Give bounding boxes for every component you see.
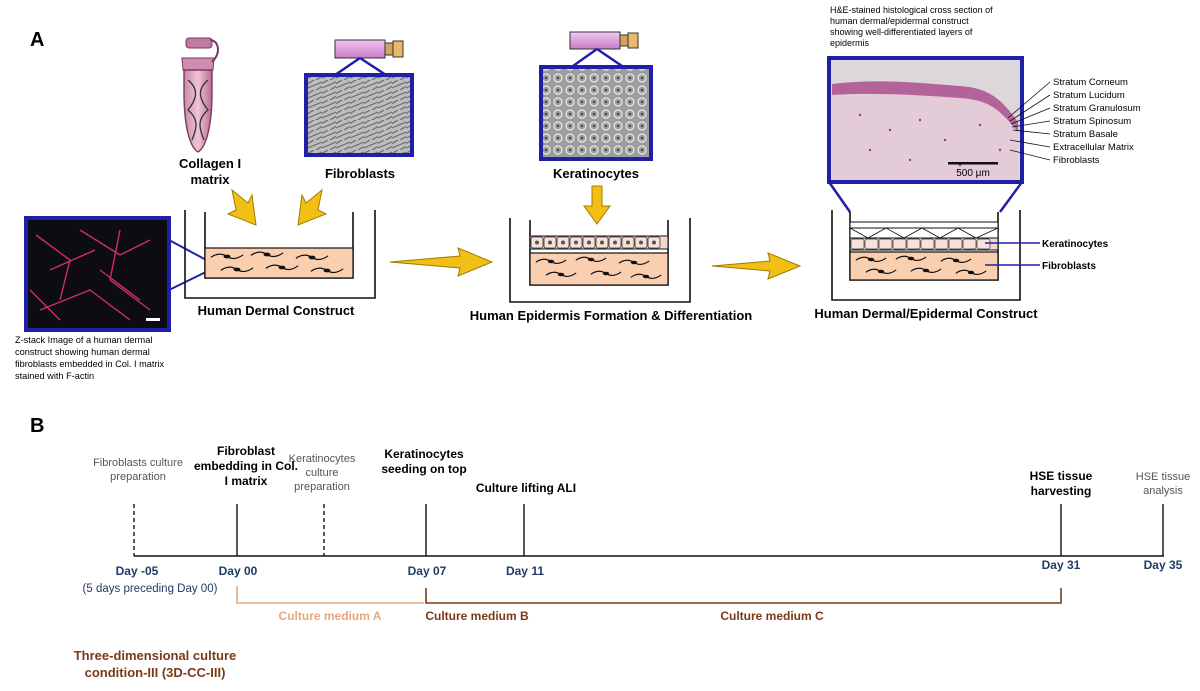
svg-text:Fibroblasts culture: Fibroblasts culture [93,457,183,469]
layer-stratum-spinosum: Stratum Spinosum [1053,116,1131,127]
day-minus5-label: Day -05 [116,564,159,578]
zstack-fibers [29,229,151,321]
he-tissue-epidermis [832,81,1018,132]
construct-fibroblasts-label: Fibroblasts [1042,261,1096,272]
svg-text:harvesting: harvesting [1031,484,1092,498]
dermal-construct-label: Human Dermal Construct [198,303,355,318]
medium-bc-bracket [425,588,1062,604]
arrow-collagen [226,188,257,226]
timeline-ticks [133,504,1164,556]
event-keratinocyte-seeding: Keratinocytes seeding on top [381,447,466,476]
event-culture-lifting: Culture lifting ALI [476,481,576,495]
dermal-construct-well [184,210,376,299]
zstack-zoom-lines [168,239,211,291]
svg-text:Z-stack Image of a human derma: Z-stack Image of a human dermal [15,335,152,345]
fibroblasts-label: Fibroblasts [325,166,395,181]
zstack-scale-bar [146,318,160,321]
culture-condition-label: Three-dimensional culture condition-III … [74,648,237,680]
svg-text:fibroblasts embedded in Col. I: fibroblasts embedded in Col. I matrix [15,359,165,369]
svg-text:embedding in Col.: embedding in Col. [194,459,298,473]
collagen-tube-icon [181,37,219,153]
svg-text:preparation: preparation [294,481,350,493]
fibroblast-flask-icon [334,39,404,59]
he-zoom-lines [827,181,1024,213]
medium-a-bracket [236,586,424,604]
arrow-to-dermal-epidermal [711,252,802,280]
day-35-label: Day 35 [1144,558,1183,572]
layer-fibroblasts: Fibroblasts [1053,155,1100,166]
he-tissue-dermis [832,92,1018,180]
svg-text:seeding on top: seeding on top [381,462,466,476]
svg-text:showing well-differentiated la: showing well-differentiated layers of [830,27,973,37]
event-hse-harvesting: HSE tissue harvesting [1030,469,1093,498]
event-fibroblast-culture-prep: Fibroblasts culture preparation [93,457,183,483]
svg-text:epidermis: epidermis [830,38,870,48]
keratinocytes-label: Keratinocytes [553,166,639,181]
day-07-label: Day 07 [408,564,447,578]
event-fibroblast-embedding: Fibroblast embedding in Col. I matrix [194,444,298,488]
svg-text:Culture lifting ALI: Culture lifting ALI [476,481,576,495]
svg-text:condition-III (3D-CC-III): condition-III (3D-CC-III) [85,665,226,680]
keratinocyte-micrograph [539,65,653,161]
kera-zoom-lines [572,47,623,68]
svg-text:preparation: preparation [110,471,166,483]
svg-text:HSE tissue: HSE tissue [1030,469,1093,483]
svg-text:culture: culture [305,467,338,479]
panel-a-label: A [30,29,44,51]
fibro-zoom-lines [334,56,387,77]
arrow-fibroblasts [297,188,328,226]
day-note: (5 days preceding Day 00) [83,583,218,595]
fibroblast-micrograph [304,73,414,157]
day-31-label: Day 31 [1042,558,1081,572]
dermal-epidermal-well [831,210,1021,301]
event-keratinocyte-culture-prep: Keratinocytes culture preparation [289,453,356,493]
he-scale-label: 500 μm [956,168,990,179]
construct-keratinocytes-label: Keratinocytes [1042,239,1109,250]
collagen-label-line1: Collagen I [179,156,241,171]
svg-text:Keratinocytes: Keratinocytes [289,453,356,465]
culture-medium-a-label: Culture medium A [279,609,382,623]
collagen-label-line2: matrix [190,172,230,187]
arrow-to-epidermis [389,247,494,277]
culture-medium-c-label: Culture medium C [720,609,824,623]
layer-stratum-granulosum: Stratum Granulosum [1053,103,1141,114]
event-hse-analysis: HSE tissue analysis [1136,471,1190,497]
culture-medium-b-label: Culture medium B [425,609,529,623]
day-11-label: Day 11 [506,564,544,578]
svg-text:I matrix: I matrix [225,474,268,488]
zstack-image [24,216,171,332]
arrow-keratinocytes [583,185,611,225]
he-scale-bar [948,162,998,165]
svg-text:stained with F-actin: stained with F-actin [15,371,94,381]
day-labels: Day -05 Day 00 Day 07 Day 11 Day 31 Day … [83,558,1183,595]
epidermis-label: Human Epidermis Formation & Differentiat… [470,308,752,323]
he-caption: H&E-stained histological cross section o… [830,5,993,48]
svg-text:Fibroblast: Fibroblast [217,444,275,458]
epidermis-well [509,218,691,303]
svg-text:Keratinocytes: Keratinocytes [384,447,464,461]
layer-extracellular-matrix: Extracellular Matrix [1053,142,1134,153]
svg-text:human dermal/epidermal constru: human dermal/epidermal construct [830,16,969,26]
svg-text:H&E-stained histological cross: H&E-stained histological cross section o… [830,5,993,15]
zstack-caption: Z-stack Image of a human dermal construc… [15,335,165,381]
svg-text:construct showing human dermal: construct showing human dermal [15,347,150,357]
panel-b-label: B [30,415,44,437]
keratinocyte-flask-icon [569,31,639,50]
svg-text:analysis: analysis [1143,485,1183,497]
layer-stratum-lucidum: Stratum Lucidum [1053,90,1125,101]
layer-pointer-lines [1007,81,1051,161]
svg-text:HSE tissue: HSE tissue [1136,471,1190,483]
day-00-label: Day 00 [219,564,258,578]
layer-labels: Stratum Corneum Stratum Lucidum Stratum … [1053,77,1141,166]
layer-stratum-basale: Stratum Basale [1053,129,1118,140]
construct-pointer-lines [985,242,1040,266]
layer-stratum-corneum: Stratum Corneum [1053,77,1128,88]
dermal-epidermal-label: Human Dermal/Epidermal Construct [814,306,1038,321]
svg-text:Three-dimensional culture: Three-dimensional culture [74,648,237,663]
